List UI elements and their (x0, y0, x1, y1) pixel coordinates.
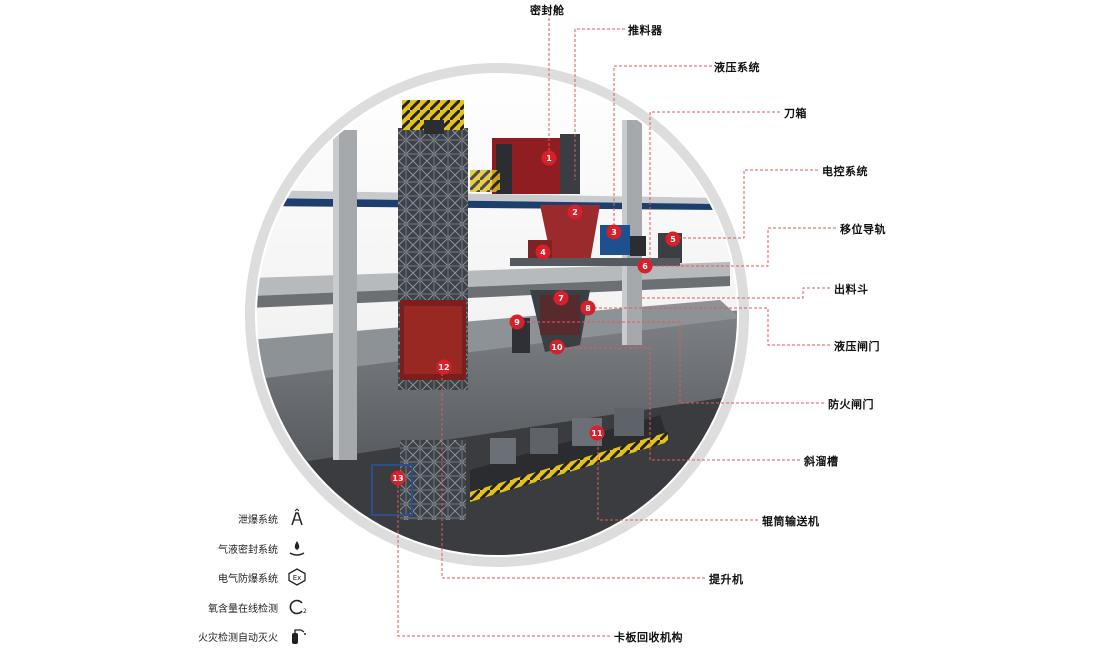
marker-number: 8 (585, 304, 591, 313)
marker-number: 10 (551, 343, 563, 352)
label-shift-rail: 移位导轨 (840, 223, 886, 236)
legend-row: 火灾检测自动灭火 (190, 626, 308, 646)
label-roller-conveyor: 辊筒输送机 (762, 515, 820, 528)
legend-row: 氧含量在线检测 2 (190, 597, 308, 617)
pallet-recovery-unit (371, 464, 413, 516)
marker-number: 6 (642, 262, 648, 271)
liquid-seal-icon (286, 538, 308, 558)
legend-label: 火灾检测自动灭火 (198, 632, 278, 644)
oxygen-o2-icon: 2 (286, 597, 308, 617)
label-elevator: 提升机 (709, 573, 744, 586)
svg-text:2: 2 (303, 608, 307, 615)
ex-proof-icon: Ex (286, 567, 308, 587)
label-pallet-recovery: 卡板回收机构 (614, 631, 683, 644)
marker-number: 12 (438, 363, 449, 372)
marker-number: 1 (546, 154, 552, 163)
legend-label: 泄爆系统 (238, 514, 278, 526)
marker-number: 9 (514, 318, 520, 327)
marker-number: 13 (392, 474, 403, 483)
fire-extinguisher-icon (286, 626, 308, 646)
label-pusher: 推料器 (628, 24, 663, 37)
legend-row: 电气防爆系统 Ex (190, 567, 308, 587)
label-hydraulic-gate: 液压闸门 (834, 340, 880, 353)
leader-lines (397, 18, 836, 637)
marker-number: 5 (670, 235, 676, 244)
label-sealed-chamber: 密封舱 (530, 4, 565, 17)
cutaway-interior (257, 75, 737, 555)
label-electric-control: 电控系统 (822, 165, 868, 178)
legend-label: 电气防爆系统 (218, 573, 278, 585)
label-cutter-box: 刀箱 (784, 107, 807, 120)
explosion-vent-icon (286, 508, 308, 528)
label-discharge-hopper: 出料斗 (834, 283, 869, 296)
markers (390, 150, 681, 486)
marker-number: 3 (611, 228, 617, 237)
legend-label: 氧含量在线检测 (208, 603, 278, 615)
svg-text:Ex: Ex (293, 574, 302, 582)
label-fire-gate: 防火闸门 (828, 398, 874, 411)
marker-numbers: 1 2 3 4 5 6 7 8 9 10 11 12 13 (392, 154, 676, 483)
frame-ring (245, 63, 749, 567)
label-chute: 斜溜槽 (804, 455, 839, 468)
legend-label: 气液密封系统 (218, 544, 278, 556)
marker-number: 4 (540, 248, 546, 257)
legend-row: 泄爆系统 (190, 508, 308, 528)
cutter-box-unit (540, 205, 600, 262)
elevator-tower-basement (400, 440, 466, 520)
legend-row: 气液密封系统 (190, 538, 308, 558)
label-hydraulic-system: 液压系统 (714, 61, 760, 74)
marker-number: 2 (572, 208, 578, 217)
marker-number: 11 (591, 429, 603, 438)
marker-number: 7 (558, 294, 564, 303)
